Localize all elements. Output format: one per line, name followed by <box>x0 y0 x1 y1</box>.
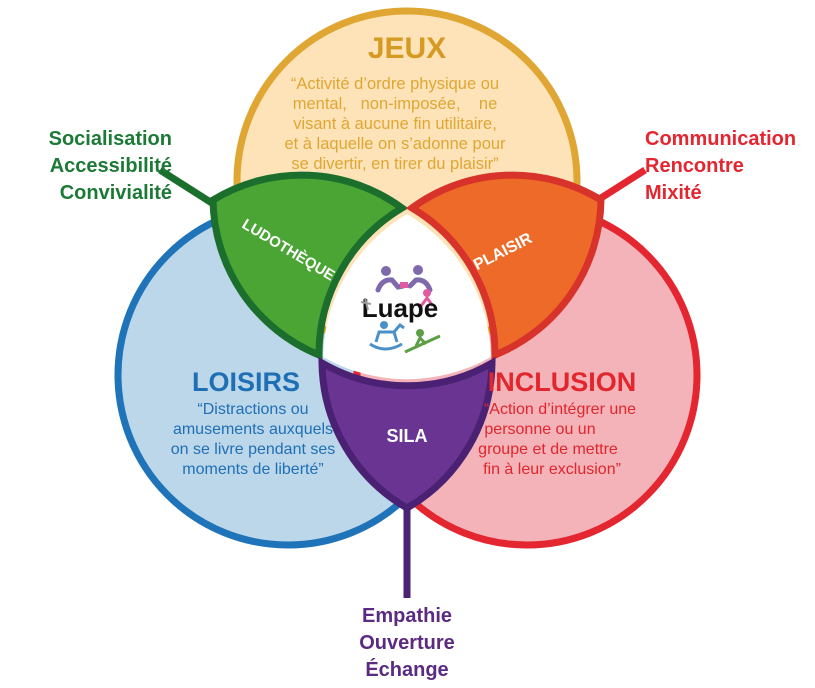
purple-value: Échange <box>365 659 449 681</box>
inclusion-definition: “Action d’intégrer une personne ou un gr… <box>478 401 636 478</box>
sila-label: SILA <box>386 426 427 446</box>
inclusion-definition-line: groupe et de mettre <box>478 441 618 458</box>
loisirs-definition-line: “Distractions ou <box>197 401 308 418</box>
green-value: Convivialité <box>59 182 172 204</box>
sila-region <box>318 356 496 513</box>
people-playing-icon <box>375 265 433 293</box>
red-value: Communication <box>645 128 797 150</box>
inclusion-definition-line: fin à leur exclusion” <box>483 461 621 478</box>
rocking-horse-icon <box>369 321 405 351</box>
loisirs-definition-line: amusements auxquels <box>173 421 333 438</box>
loisirs-definition-line: on se livre pendant ses <box>171 441 336 458</box>
inclusion-definition-line: personne ou un <box>484 421 595 438</box>
loisirs-definition: “Distractions ou amusements auxquels on … <box>171 401 336 478</box>
center-region <box>323 214 491 380</box>
jeux-definition-line: et à laquelle on s’adonne pour <box>284 135 506 153</box>
jeux-definition-line: visant à aucune fin utilitaire, <box>293 115 497 133</box>
child-icon <box>419 289 435 307</box>
green-value: Socialisation <box>48 128 172 150</box>
loisirs-definition-line: moments de liberté” <box>182 461 323 478</box>
purple-value: Ouverture <box>359 632 455 654</box>
ludotheque-region <box>209 171 409 361</box>
red-values: Communication Rencontre Mixité <box>645 126 796 207</box>
green-value: Accessibilité <box>49 155 172 177</box>
jeux-title: JEUX <box>368 32 446 65</box>
purple-values: Empathie Ouverture Échange <box>327 603 487 684</box>
green-values: Socialisation Accessibilité Convivialité <box>10 126 172 207</box>
jeux-definition-line: se divertir, en tirer du plaisir” <box>291 155 498 173</box>
plaisir-region <box>405 171 605 361</box>
leaf-icon <box>360 297 372 311</box>
red-value: Rencontre <box>645 155 744 177</box>
loisirs-title: LOISIRS <box>192 367 300 397</box>
jeux-definition-line: mental, non-imposée, ne <box>293 95 498 113</box>
broom-riding-icon <box>404 329 441 354</box>
center-label: Luape <box>362 293 439 323</box>
green-connector <box>158 167 217 208</box>
inclusion-definition-line: “Action d’intégrer une <box>484 401 636 418</box>
purple-value: Empathie <box>361 605 453 627</box>
red-value: Mixité <box>645 182 702 204</box>
jeux-definition: “Activité d’ordre physique ou mental, no… <box>284 75 506 173</box>
inclusion-title: INCLUSION <box>488 367 637 397</box>
jeux-definition-line: “Activité d’ordre physique ou <box>291 75 499 93</box>
